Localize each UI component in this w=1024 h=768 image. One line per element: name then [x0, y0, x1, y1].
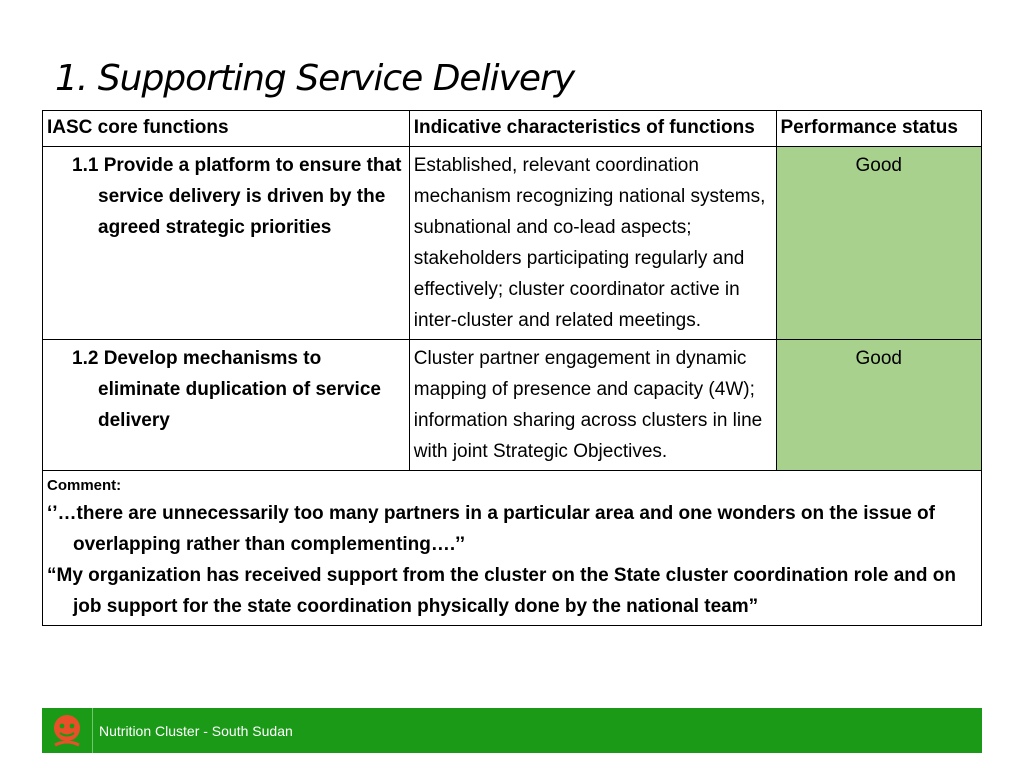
footer-bar: Nutrition Cluster - South Sudan [42, 708, 982, 753]
comment-quote: “My organization has received support fr… [47, 565, 956, 617]
function-cell: 1.2 Develop mechanisms to eliminate dupl… [42, 339, 410, 471]
core-functions-table: IASC core functions Indicative character… [42, 110, 982, 626]
comment-label: Comment: [47, 477, 122, 494]
table-row: 1.2 Develop mechanisms to eliminate dupl… [42, 339, 982, 471]
nutrition-cluster-logo-icon [54, 714, 80, 746]
function-cell: 1.1 Provide a platform to ensure that se… [42, 146, 410, 340]
comments-cell: Comment: ‘’…there are unnecessarily too … [42, 470, 982, 626]
characteristics-cell: Cluster partner engagement in dynamic ma… [408, 339, 777, 471]
table-header-row: IASC core functions Indicative character… [42, 110, 982, 147]
status-cell: Good [775, 146, 982, 340]
header-performance-status: Performance status [775, 110, 982, 147]
footer-text: Nutrition Cluster - South Sudan [99, 722, 293, 739]
comments-row: Comment: ‘’…there are unnecessarily too … [42, 470, 982, 626]
comment-quote: ‘’…there are unnecessarily too many part… [47, 503, 935, 555]
logo-container [42, 708, 93, 753]
status-cell: Good [775, 339, 982, 471]
header-characteristics: Indicative characteristics of functions [408, 110, 777, 147]
page-title: 1. Supporting Service Delivery [55, 58, 575, 99]
table-row: 1.1 Provide a platform to ensure that se… [42, 146, 982, 340]
characteristics-cell: Established, relevant coordination mecha… [408, 146, 777, 340]
header-core-functions: IASC core functions [42, 110, 410, 147]
